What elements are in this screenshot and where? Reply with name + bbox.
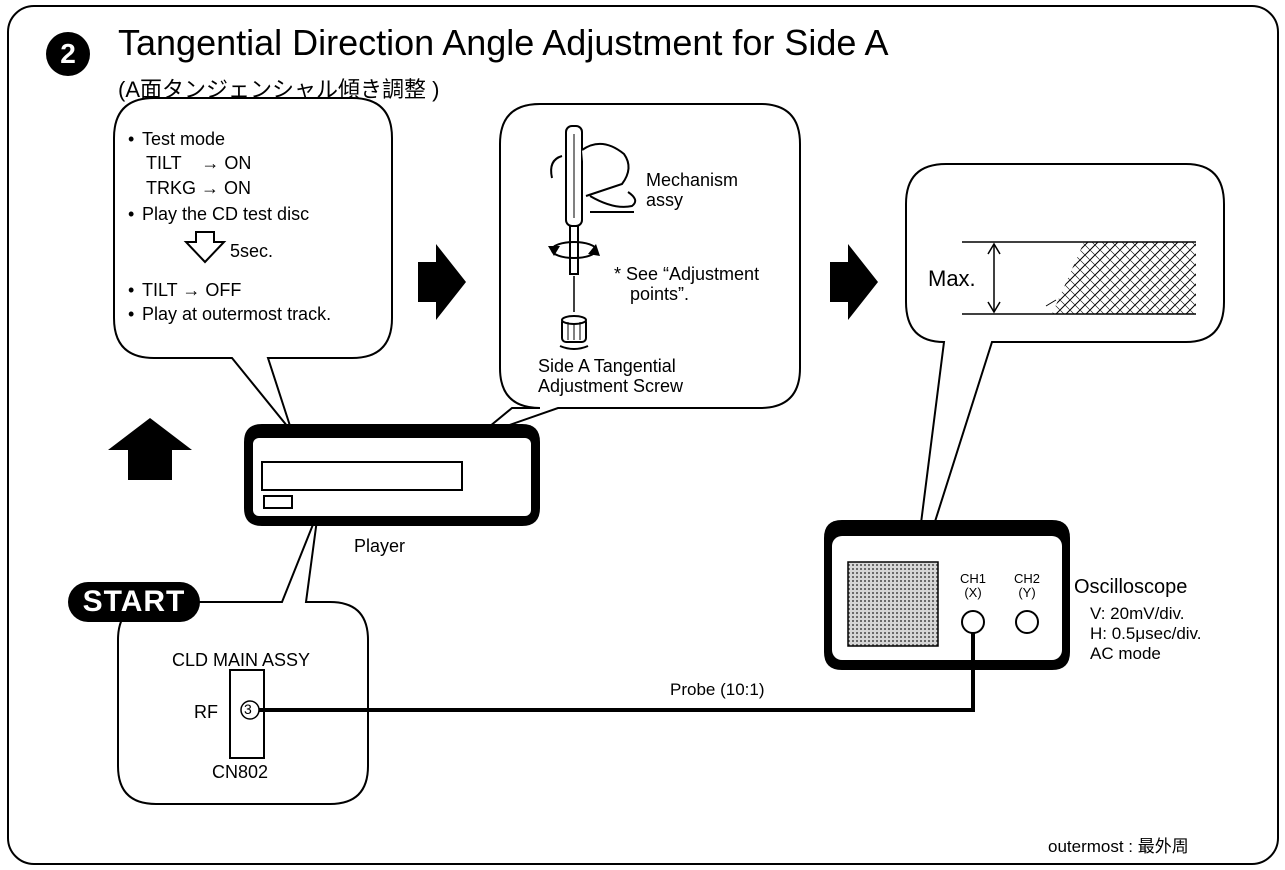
setting-h: H: 0.5μsec/div. [1090, 624, 1202, 643]
ch2-label-line-2: (Y) [1018, 585, 1036, 600]
footnote: outermost : 最外周 [1048, 837, 1189, 856]
probe-label: Probe (10:1) [670, 680, 765, 699]
right-arrow-icon-2 [830, 244, 878, 320]
start-bubble [117, 511, 369, 805]
right-arrow-icon [418, 244, 466, 320]
screw-label: Side A Tangential Adjustment Screw [538, 356, 683, 396]
ch1-label: CH1 (X) [958, 572, 988, 600]
waveform-display [962, 241, 1196, 315]
setting-v: V: 20mV/div. [1090, 604, 1185, 623]
screw-label-line-2: Adjustment Screw [538, 376, 684, 396]
procedure-line-tilt-on: TILT → ON [146, 153, 252, 173]
ch1-label-line-1: CH1 [959, 571, 986, 586]
oscilloscope-label: Oscilloscope [1074, 576, 1188, 598]
player-label: Player [354, 536, 406, 556]
mechanism-label: Mechanism assy [646, 170, 738, 210]
pin-number: 3 [244, 701, 252, 717]
procedure-line-outermost: Play at outermost track. [128, 302, 331, 326]
adjustment-note-line-1: * See “Adjustment [614, 264, 760, 284]
connector-label: CN802 [212, 762, 269, 782]
adjustment-note: * See “Adjustment points”. [614, 264, 759, 304]
adjustment-note-line-2: points”. [630, 284, 690, 304]
adjustment-bubble [477, 103, 801, 437]
pin-label: RF [194, 702, 218, 722]
procedure-line-test-mode: Test mode [128, 127, 225, 151]
power-button [263, 495, 293, 509]
board-label: CLD MAIN ASSY [172, 650, 311, 670]
procedure-wait-label: 5sec. [230, 241, 274, 261]
ch2-jack [1015, 610, 1039, 634]
up-arrow-icon [108, 418, 192, 480]
page-subtitle: (A面タンジェンシャル傾き調整 ) [118, 77, 440, 102]
start-badge: START [68, 582, 200, 622]
oscilloscope-device [824, 520, 1070, 670]
procedure-line-trkg-on: TRKG → ON [146, 178, 252, 198]
step-number-badge: 2 [46, 32, 90, 76]
oscilloscope-settings: V: 20mV/div. H: 0.5μsec/div. AC mode [1090, 604, 1202, 664]
setting-mode: AC mode [1090, 644, 1161, 663]
ch2-label: CH2 (Y) [1012, 572, 1042, 600]
adjustment-screw-icon [559, 315, 589, 350]
ch2-label-line-1: CH2 [1013, 571, 1040, 586]
max-amplitude-label: Max. [928, 266, 976, 291]
probe-cable [259, 633, 975, 712]
procedure-bubble [113, 97, 393, 433]
rotate-icon [548, 241, 600, 259]
screwdriver-icon [550, 125, 637, 312]
ch1-jack [961, 610, 985, 634]
player-device [244, 424, 540, 526]
down-arrow-icon [183, 231, 227, 264]
screw-label-line-1: Side A Tangential [538, 356, 676, 376]
procedure-line-tilt-off: TILT → OFF [128, 278, 241, 302]
outer-frame [7, 5, 1279, 865]
mechanism-label-line-2: assy [646, 190, 684, 210]
disc-tray [261, 461, 463, 491]
procedure-line-play-disc: Play the CD test disc [128, 202, 309, 226]
oscilloscope-screen [847, 561, 939, 647]
mechanism-label-line-1: Mechanism [646, 170, 739, 190]
page-title: Tangential Direction Angle Adjustment fo… [118, 22, 889, 63]
ch1-label-line-2: (X) [964, 585, 982, 600]
